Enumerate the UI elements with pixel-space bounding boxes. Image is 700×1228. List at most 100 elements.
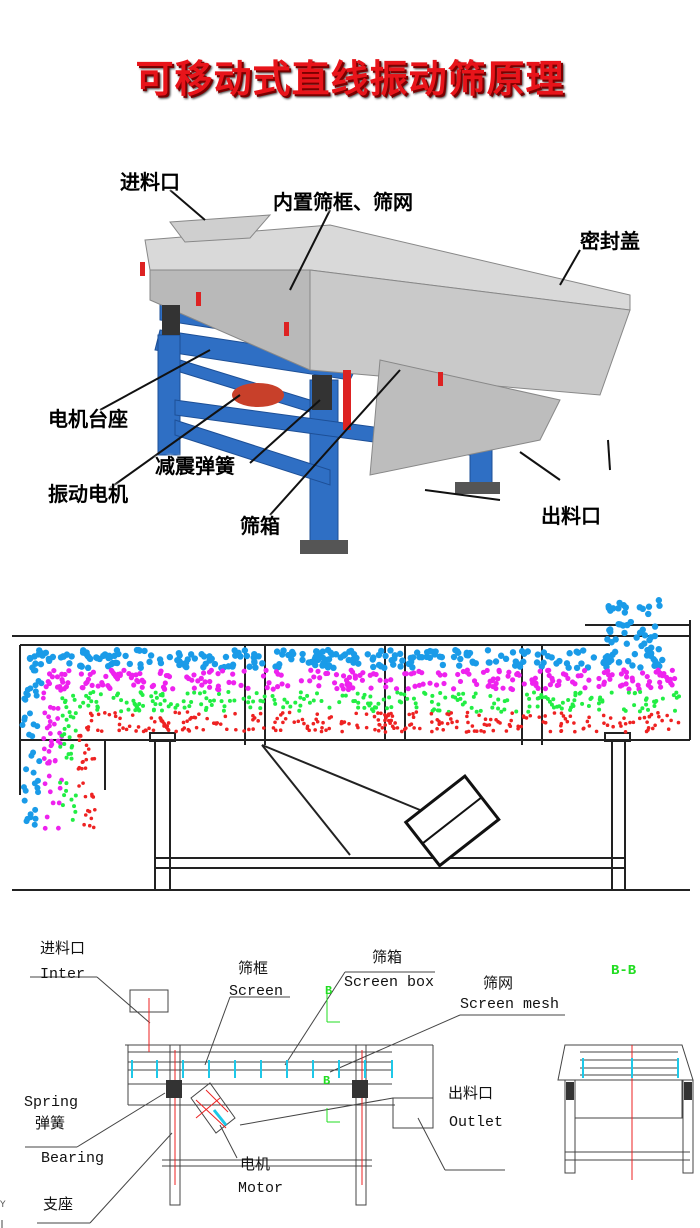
particle-dot: [392, 726, 396, 730]
particle-dot: [134, 729, 138, 733]
particle-dot: [282, 697, 287, 702]
particle-dot: [483, 717, 488, 722]
cad-drawing: [1, 971, 694, 1228]
particle-dot: [357, 672, 363, 678]
particle-dot: [211, 660, 219, 668]
particle-dot: [292, 720, 297, 724]
particle-dot: [651, 632, 659, 640]
particle-dot: [605, 658, 613, 666]
particle-dot: [42, 825, 48, 831]
particle-dot: [189, 700, 194, 705]
particle-dot: [219, 699, 224, 704]
particle-dot: [45, 760, 50, 766]
particle-dot: [430, 720, 434, 724]
particle-dot: [533, 659, 541, 666]
particle-dot: [84, 757, 89, 762]
label-vibration-motor: 振动电机: [48, 482, 128, 506]
cad-screen-cn: 筛框: [238, 959, 269, 977]
particle-dot: [362, 705, 367, 710]
particle-dot: [488, 717, 493, 722]
particle-dot: [117, 672, 123, 678]
particle-dot: [52, 758, 58, 763]
particle-dot: [560, 671, 567, 677]
particle-dot: [334, 685, 340, 692]
particle-dot: [496, 697, 501, 702]
particle-dot: [77, 784, 81, 788]
particle-dot: [311, 674, 317, 680]
particle-dot: [165, 724, 170, 728]
particle-dot: [337, 700, 342, 705]
particle-dot: [209, 703, 214, 708]
particle-dot: [665, 713, 669, 718]
particle-dot: [572, 681, 578, 687]
particle-dot: [93, 807, 97, 812]
particle-dot: [411, 712, 415, 716]
particle-dot: [71, 693, 76, 698]
particle-dot: [431, 651, 438, 658]
particle-dot: [62, 726, 67, 731]
particle-dot: [623, 708, 628, 713]
particle-dot: [405, 696, 410, 701]
cad-bearing-cn: 支座: [43, 1195, 74, 1213]
particle-dot: [191, 685, 197, 691]
particle-dot: [140, 693, 145, 698]
particle-dot: [288, 704, 293, 709]
particle-dot: [107, 685, 113, 692]
particle-dot: [31, 780, 38, 787]
particle-dot: [510, 711, 515, 715]
particle-dot: [298, 703, 303, 708]
particle-dot: [191, 672, 197, 678]
particle-dot: [130, 713, 135, 717]
particle-dot: [121, 667, 127, 673]
particle-dot: [509, 649, 517, 656]
particle-dot: [493, 680, 499, 687]
particle-dot: [552, 711, 557, 715]
particle-dot: [231, 680, 237, 686]
particle-dot: [646, 728, 650, 732]
particle-dot: [498, 721, 502, 725]
particle-dot: [315, 719, 320, 724]
particle-dot: [660, 718, 664, 723]
particle-dot: [81, 700, 86, 705]
particle-dot: [494, 717, 498, 722]
particle-dot: [317, 675, 323, 681]
particle-dot: [111, 652, 118, 660]
particle-dot: [273, 701, 278, 706]
label-seal-cover: 密封盖: [580, 229, 640, 253]
particle-dot: [556, 678, 562, 684]
particle-dot: [323, 670, 329, 677]
particle-dot: [551, 705, 556, 710]
particle-dots: [19, 597, 682, 831]
particle-dot: [537, 668, 543, 674]
particle-dot: [521, 650, 528, 657]
particle-dot: [621, 629, 628, 637]
particle-dot: [648, 684, 654, 691]
particle-dot: [573, 690, 578, 695]
particle-dot: [645, 603, 653, 610]
particle-dot: [650, 726, 655, 731]
particle-dot: [206, 657, 213, 664]
particle-dot: [161, 686, 167, 692]
particle-dot: [484, 667, 490, 674]
particle-dot: [553, 660, 560, 667]
particle-dot: [407, 712, 412, 717]
particle-dot: [352, 673, 358, 679]
particle-dot: [601, 681, 607, 687]
particle-dot: [246, 700, 251, 705]
particle-dot: [37, 660, 45, 668]
particle-dot: [454, 725, 459, 730]
particle-dot: [153, 702, 158, 707]
particle-dot: [141, 703, 146, 708]
particle-dot: [66, 724, 71, 729]
particle-dot: [19, 722, 26, 729]
particle-dot: [470, 724, 475, 728]
particle-dot: [95, 707, 100, 712]
particle-dot: [157, 659, 165, 667]
particle-dot: [464, 652, 472, 659]
particle-dot: [413, 701, 418, 706]
particle-dot: [631, 720, 636, 725]
particle-dot: [137, 670, 143, 677]
particle-dot: [445, 721, 450, 726]
particle-dot: [573, 664, 581, 672]
particle-dot: [26, 654, 34, 662]
